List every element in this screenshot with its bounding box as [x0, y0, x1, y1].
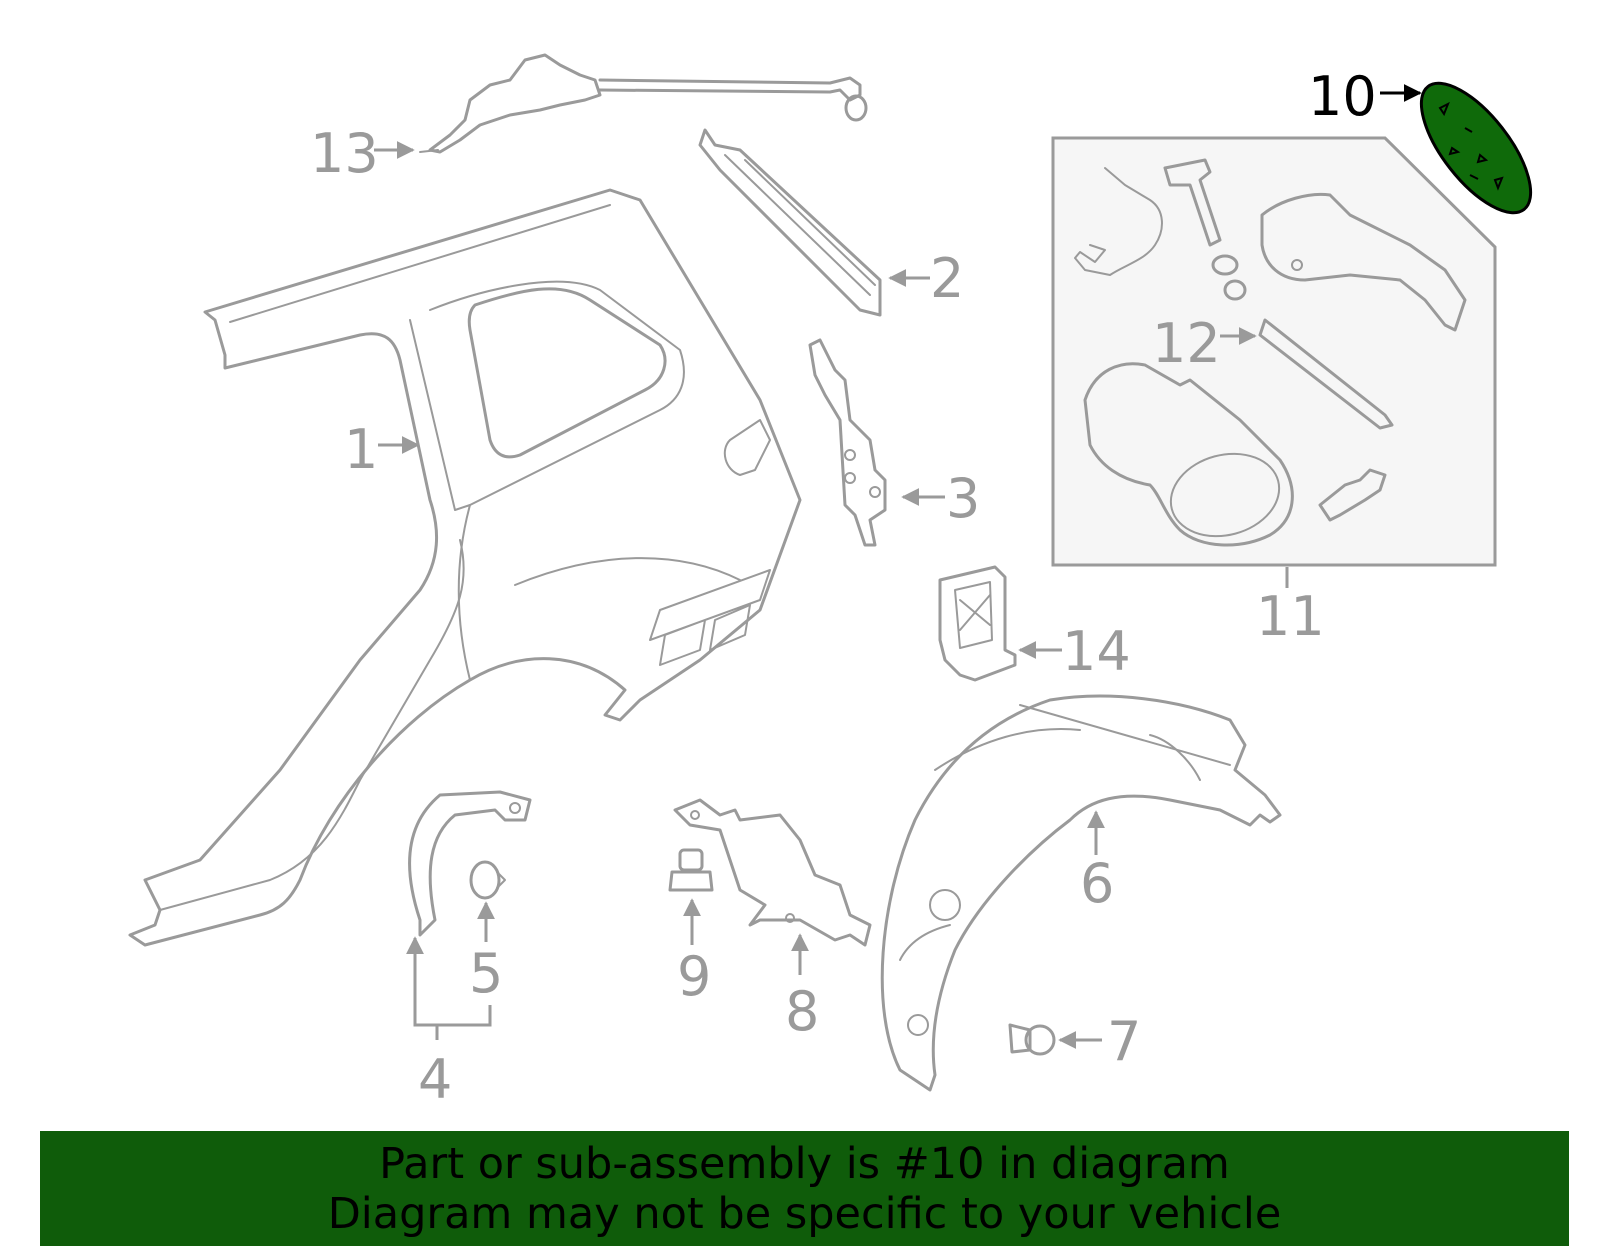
callout-14: 14 [1062, 620, 1131, 683]
callout-12: 12 [1152, 312, 1221, 375]
callout-5: 5 [469, 942, 503, 1005]
callout-4: 4 [418, 1048, 452, 1111]
callout-9: 9 [677, 945, 711, 1008]
banner-line-disclaimer: Diagram may not be specific to your vehi… [327, 1188, 1282, 1239]
fuel-door-actuator [419, 53, 868, 154]
callout-13: 13 [310, 122, 379, 185]
lower-bracket [673, 798, 872, 947]
pillar-bracket [808, 338, 887, 547]
bolt [668, 848, 714, 892]
callout-1: 1 [344, 418, 378, 481]
callout-7: 7 [1107, 1010, 1141, 1073]
banner-line-part: Part or sub-assembly is #10 in diagram [379, 1138, 1230, 1189]
roof-rail-reinforcement [698, 128, 882, 317]
callout-labels: 1 2 3 4 5 6 7 8 9 10 11 12 13 14 [310, 65, 1377, 1111]
quarter-panel [128, 188, 802, 947]
fuel-door-highlighted [1419, 81, 1533, 215]
fuel-door-assembly-box [1051, 136, 1497, 567]
fuel-filler-housing-bracket [938, 565, 1017, 682]
wheel-arch-molding [408, 790, 532, 937]
callout-11: 11 [1256, 585, 1325, 648]
callout-10: 10 [1308, 65, 1377, 128]
leader-lines [374, 84, 1422, 1049]
push-clip [469, 860, 506, 900]
callout-6: 6 [1080, 852, 1114, 915]
liner-clip [1008, 1023, 1056, 1056]
callout-3: 3 [946, 467, 980, 530]
callout-8: 8 [785, 980, 819, 1043]
callout-2: 2 [930, 247, 964, 310]
wheel-house-liner [880, 694, 1282, 1092]
info-banner: Part or sub-assembly is #10 in diagram D… [40, 1131, 1569, 1246]
